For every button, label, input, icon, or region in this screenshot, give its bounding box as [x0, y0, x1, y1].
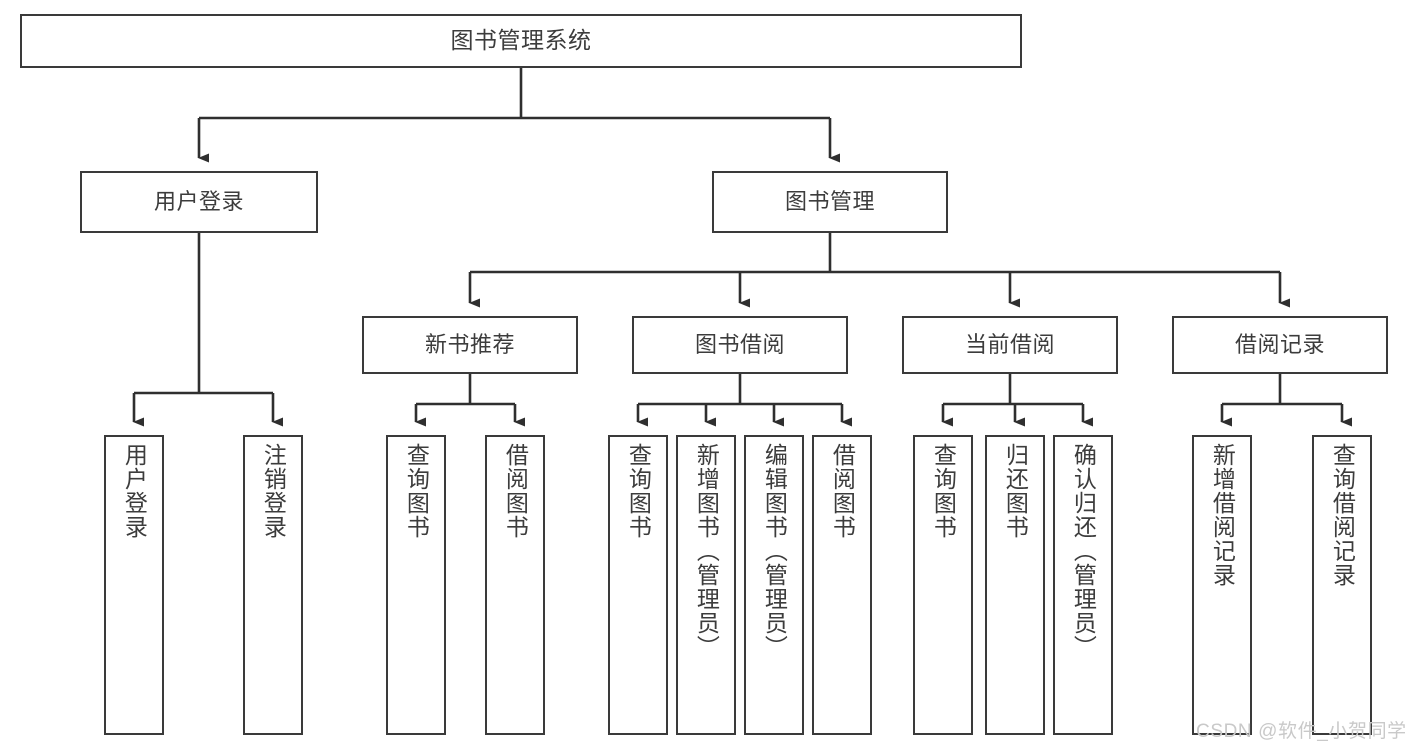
node-label: 用户登录	[153, 189, 244, 215]
node-label: 编辑图书（管理员）	[761, 443, 788, 659]
node-leaf-new-borrow[interactable]: 借阅图书	[485, 435, 545, 735]
node-leaf-cur-return[interactable]: 归还图书	[985, 435, 1045, 735]
node-leaf-rec-query[interactable]: 查询借阅记录	[1312, 435, 1372, 735]
node-label: 借阅记录	[1234, 332, 1325, 358]
node-label: 借阅图书	[502, 443, 529, 539]
node-label: 查询图书	[625, 443, 652, 539]
node-label: 图书借阅	[694, 332, 785, 358]
node-borrow[interactable]: 图书借阅	[632, 316, 848, 374]
node-leaf-bor-edit[interactable]: 编辑图书（管理员）	[744, 435, 804, 735]
node-leaf-user-logout[interactable]: 注销登录	[243, 435, 303, 735]
node-leaf-new-query[interactable]: 查询图书	[386, 435, 446, 735]
node-records[interactable]: 借阅记录	[1172, 316, 1388, 374]
csdn-watermark: CSDN @软件_小贺同学	[1196, 721, 1405, 742]
node-label: 注销登录	[260, 443, 287, 539]
node-leaf-bor-query[interactable]: 查询图书	[608, 435, 668, 735]
node-current[interactable]: 当前借阅	[902, 316, 1118, 374]
node-bookmgmt[interactable]: 图书管理	[712, 171, 948, 233]
node-label: 新增借阅记录	[1209, 443, 1236, 587]
node-label: 当前借阅	[964, 332, 1055, 358]
node-leaf-user-login[interactable]: 用户登录	[104, 435, 164, 735]
node-label: 图书管理	[784, 189, 875, 215]
node-label: 确认归还（管理员）	[1070, 443, 1097, 659]
node-leaf-rec-add[interactable]: 新增借阅记录	[1192, 435, 1252, 735]
node-label: 用户登录	[121, 443, 148, 539]
node-label: 新书推荐	[424, 332, 515, 358]
node-label: 查询图书	[403, 443, 430, 539]
node-leaf-bor-add[interactable]: 新增图书（管理员）	[676, 435, 736, 735]
node-leaf-bor-lend[interactable]: 借阅图书	[812, 435, 872, 735]
node-root[interactable]: 图书管理系统	[20, 14, 1022, 68]
node-label: 归还图书	[1002, 443, 1029, 539]
node-label: 借阅图书	[829, 443, 856, 539]
node-login[interactable]: 用户登录	[80, 171, 318, 233]
node-newbook[interactable]: 新书推荐	[362, 316, 578, 374]
node-leaf-cur-confirm[interactable]: 确认归还（管理员）	[1053, 435, 1113, 735]
node-label: 图书管理系统	[450, 27, 592, 54]
node-label: 新增图书（管理员）	[693, 443, 720, 659]
node-leaf-cur-query[interactable]: 查询图书	[913, 435, 973, 735]
node-label: 查询借阅记录	[1329, 443, 1356, 587]
node-label: 查询图书	[930, 443, 957, 539]
